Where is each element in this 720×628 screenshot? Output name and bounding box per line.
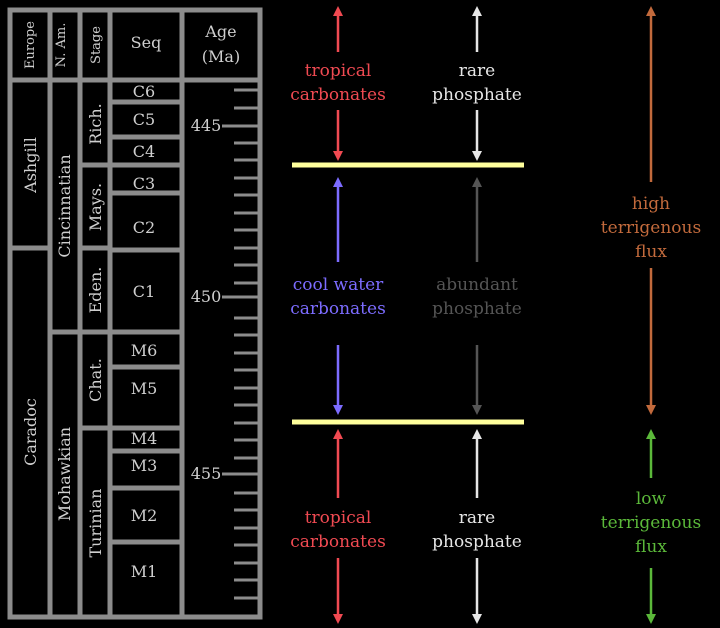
low-flux-line2: terrigenous [601, 513, 701, 533]
lower-carbonate-line2: carbonates [290, 532, 386, 552]
upper-carbonate-line1: tropical [305, 61, 372, 81]
age-labels: 445 450 455 [191, 116, 222, 483]
middle-phosphate-line1: abundant [436, 275, 518, 295]
upper-phosphate-line2: phosphate [432, 85, 522, 105]
middle-carbonate-line1: cool water [293, 275, 384, 295]
na-unit-mohawkian: Mohawkian [55, 427, 74, 521]
seq-c5: C5 [133, 110, 155, 129]
na-unit-cincinnatian: Cincinnatian [55, 154, 74, 257]
high-flux-line3: flux [635, 242, 667, 262]
high-flux-line1: high [632, 194, 670, 214]
age-label-455: 455 [191, 464, 222, 483]
stage-units: Rich. Mays. Eden. Chat. Turinian [86, 103, 105, 557]
seq-c1: C1 [133, 282, 155, 301]
europe-unit-ashgill: Ashgill [21, 137, 40, 194]
seq-c4: C4 [133, 142, 155, 161]
sequence-units: C6 C5 C4 C3 C2 C1 M6 M5 M4 M3 M2 M1 [131, 82, 158, 581]
age-label-445: 445 [191, 116, 222, 135]
stage-turinian: Turinian [86, 488, 105, 557]
stage-chatfieldian: Chat. [86, 358, 105, 402]
upper-phosphate-line1: rare [459, 61, 495, 81]
lower-carbonate-line1: tropical [305, 508, 372, 528]
header-stage: Stage [89, 26, 104, 64]
europe-unit-caradoc: Caradoc [21, 398, 40, 466]
header-europe: Europe [23, 21, 38, 69]
age-label-450: 450 [191, 287, 222, 306]
north-america-units: Cincinnatian Mohawkian [55, 154, 74, 521]
seq-m4: M4 [131, 429, 158, 448]
middle-phosphate-line2: phosphate [432, 299, 522, 319]
low-flux-line1: low [636, 489, 667, 509]
seq-m2: M2 [131, 506, 158, 525]
column-frame [7, 7, 263, 620]
age-ticks [222, 88, 258, 600]
header-sequence: Seq [131, 33, 162, 52]
seq-m5: M5 [131, 379, 158, 398]
seq-m1: M1 [131, 562, 158, 581]
header-age-line2: (Ma) [202, 47, 240, 66]
high-flux-line2: terrigenous [601, 218, 701, 238]
seq-m6: M6 [131, 341, 158, 360]
boundaries [292, 162, 524, 425]
seq-c2: C2 [133, 218, 155, 237]
seq-m3: M3 [131, 456, 158, 475]
column-headers: Europe N. Am. Stage Seq Age (Ma) [23, 21, 240, 69]
seq-c6: C6 [133, 82, 155, 101]
upper-carbonate-line2: carbonates [290, 85, 386, 105]
stage-edenian: Eden. [86, 267, 105, 314]
strat-column [7, 7, 263, 620]
lower-phosphate-line1: rare [459, 508, 495, 528]
stage-richmondian: Rich. [86, 103, 105, 145]
europe-units: Ashgill Caradoc [21, 137, 40, 466]
header-age-line1: Age [204, 22, 236, 41]
middle-carbonate-line2: carbonates [290, 299, 386, 319]
seq-c3: C3 [133, 174, 155, 193]
low-flux-line3: flux [635, 537, 667, 557]
header-north-america: N. Am. [54, 23, 69, 68]
lower-phosphate-line2: phosphate [432, 532, 522, 552]
stage-maysvillian: Mays. [86, 183, 105, 231]
zone-labels: tropical carbonates rare phosphate cool … [290, 61, 701, 557]
arrows [333, 5, 656, 624]
